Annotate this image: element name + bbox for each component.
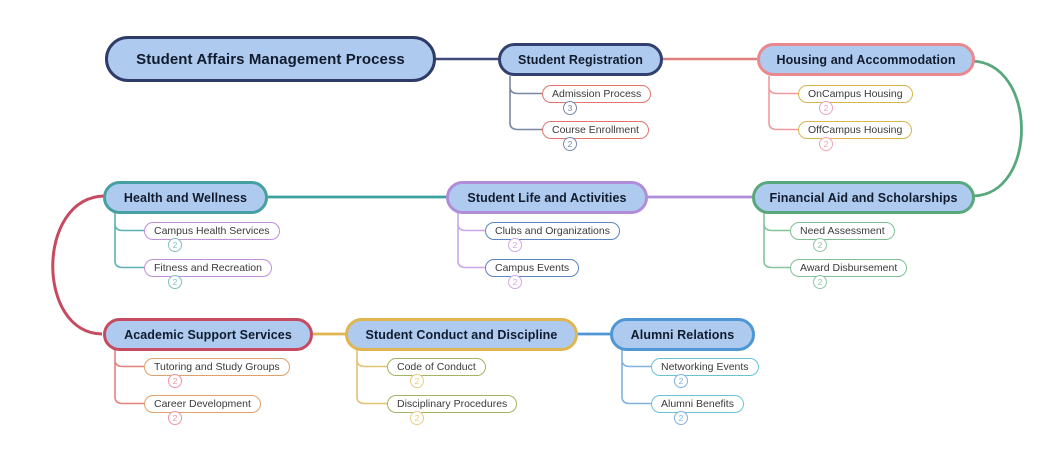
node-label: Housing and Accommodation: [776, 52, 956, 67]
node-fitness-and-recreation: Fitness and Recreation: [144, 259, 272, 277]
node-label: Financial Aid and Scholarships: [769, 190, 958, 205]
child-label: OnCampus Housing: [808, 88, 903, 100]
child-label: Career Development: [154, 398, 251, 410]
node-oncampus-housing: OnCampus Housing: [798, 85, 913, 103]
badge-need-assessment-count: 2: [813, 238, 827, 252]
node-academic-support-services: Academic Support Services: [103, 318, 313, 351]
child-label: Campus Events: [495, 262, 570, 274]
badge-admission-process-count: 3: [563, 101, 577, 115]
child-label: Networking Events: [661, 361, 749, 373]
node-disciplinary-procedures: Disciplinary Procedures: [387, 395, 518, 413]
badge-campus-events-count: 2: [508, 275, 522, 289]
node-need-assessment: Need Assessment: [790, 222, 895, 240]
child-label: Course Enrollment: [552, 124, 639, 136]
node-label: Academic Support Services: [124, 327, 292, 342]
badge-tutoring-and-study-groups-count: 2: [168, 374, 182, 388]
child-label: Award Disbursement: [800, 262, 898, 274]
badge-campus-health-services-count: 2: [168, 238, 182, 252]
node-campus-events: Campus Events: [485, 259, 580, 277]
badge-clubs-and-organizations-count: 2: [508, 238, 522, 252]
links-conduct-children: [356, 350, 387, 405]
links-financial-aid-children: [763, 213, 790, 269]
node-course-enrollment: Course Enrollment: [542, 121, 649, 139]
child-label: Tutoring and Study Groups: [154, 361, 280, 373]
node-student-registration: Student Registration: [498, 43, 663, 76]
links-housing-children: [768, 76, 798, 131]
child-label: Code of Conduct: [397, 361, 476, 373]
node-health-and-wellness: Health and Wellness: [103, 181, 268, 214]
links-health-children: [114, 213, 144, 269]
badge-offcampus-housing-count: 2: [819, 137, 833, 151]
node-clubs-and-organizations: Clubs and Organizations: [485, 222, 620, 240]
node-student-life-and-activities: Student Life and Activities: [446, 181, 648, 214]
child-label: Disciplinary Procedures: [397, 398, 508, 410]
node-label: Student Conduct and Discipline: [365, 327, 558, 342]
badge-fitness-and-recreation-count: 2: [168, 275, 182, 289]
node-offcampus-housing: OffCampus Housing: [798, 121, 913, 139]
node-label: Student Life and Activities: [467, 190, 627, 205]
badge-disciplinary-procedures-count: 2: [410, 411, 424, 425]
node-label: Student Affairs Management Process: [136, 50, 405, 68]
node-label: Student Registration: [518, 52, 643, 67]
node-campus-health-services: Campus Health Services: [144, 222, 280, 240]
badge-code-of-conduct-count: 2: [410, 374, 424, 388]
node-housing-and-accommodation: Housing and Accommodation: [757, 43, 975, 76]
links-student-registration-children: [509, 76, 542, 131]
node-code-of-conduct: Code of Conduct: [387, 358, 486, 376]
node-tutoring-and-study-groups: Tutoring and Study Groups: [144, 358, 290, 376]
badge-award-disbursement-count: 2: [813, 275, 827, 289]
link-health-to-academic: [51, 194, 105, 336]
node-networking-events: Networking Events: [651, 358, 759, 376]
child-label: Campus Health Services: [154, 225, 270, 237]
node-alumni-relations: Alumni Relations: [610, 318, 755, 351]
child-label: Clubs and Organizations: [495, 225, 610, 237]
child-label: OffCampus Housing: [808, 124, 903, 136]
child-label: Need Assessment: [800, 225, 885, 237]
node-career-development: Career Development: [144, 395, 261, 413]
node-label: Alumni Relations: [630, 327, 735, 342]
links-student-life-children: [457, 213, 485, 269]
node-label: Health and Wellness: [123, 190, 248, 205]
child-label: Fitness and Recreation: [154, 262, 262, 274]
node-student-conduct-and-discipline: Student Conduct and Discipline: [345, 318, 578, 351]
node-award-disbursement: Award Disbursement: [790, 259, 908, 277]
links-alumni-children: [621, 350, 651, 405]
node-admission-process: Admission Process: [542, 85, 652, 103]
node-alumni-benefits: Alumni Benefits: [651, 395, 744, 413]
links-academic-children: [114, 350, 144, 405]
badge-alumni-benefits-count: 2: [674, 411, 688, 425]
node-financial-aid-and-scholarships: Financial Aid and Scholarships: [752, 181, 975, 214]
child-label: Alumni Benefits: [661, 398, 734, 410]
badge-networking-events-count: 2: [674, 374, 688, 388]
badge-oncampus-housing-count: 2: [819, 101, 833, 115]
node-root-title: Student Affairs Management Process: [105, 36, 436, 82]
badge-career-development-count: 2: [168, 411, 182, 425]
badge-course-enrollment-count: 2: [563, 137, 577, 151]
child-label: Admission Process: [552, 88, 642, 100]
link-housing-to-financial-aid: [970, 59, 1023, 198]
